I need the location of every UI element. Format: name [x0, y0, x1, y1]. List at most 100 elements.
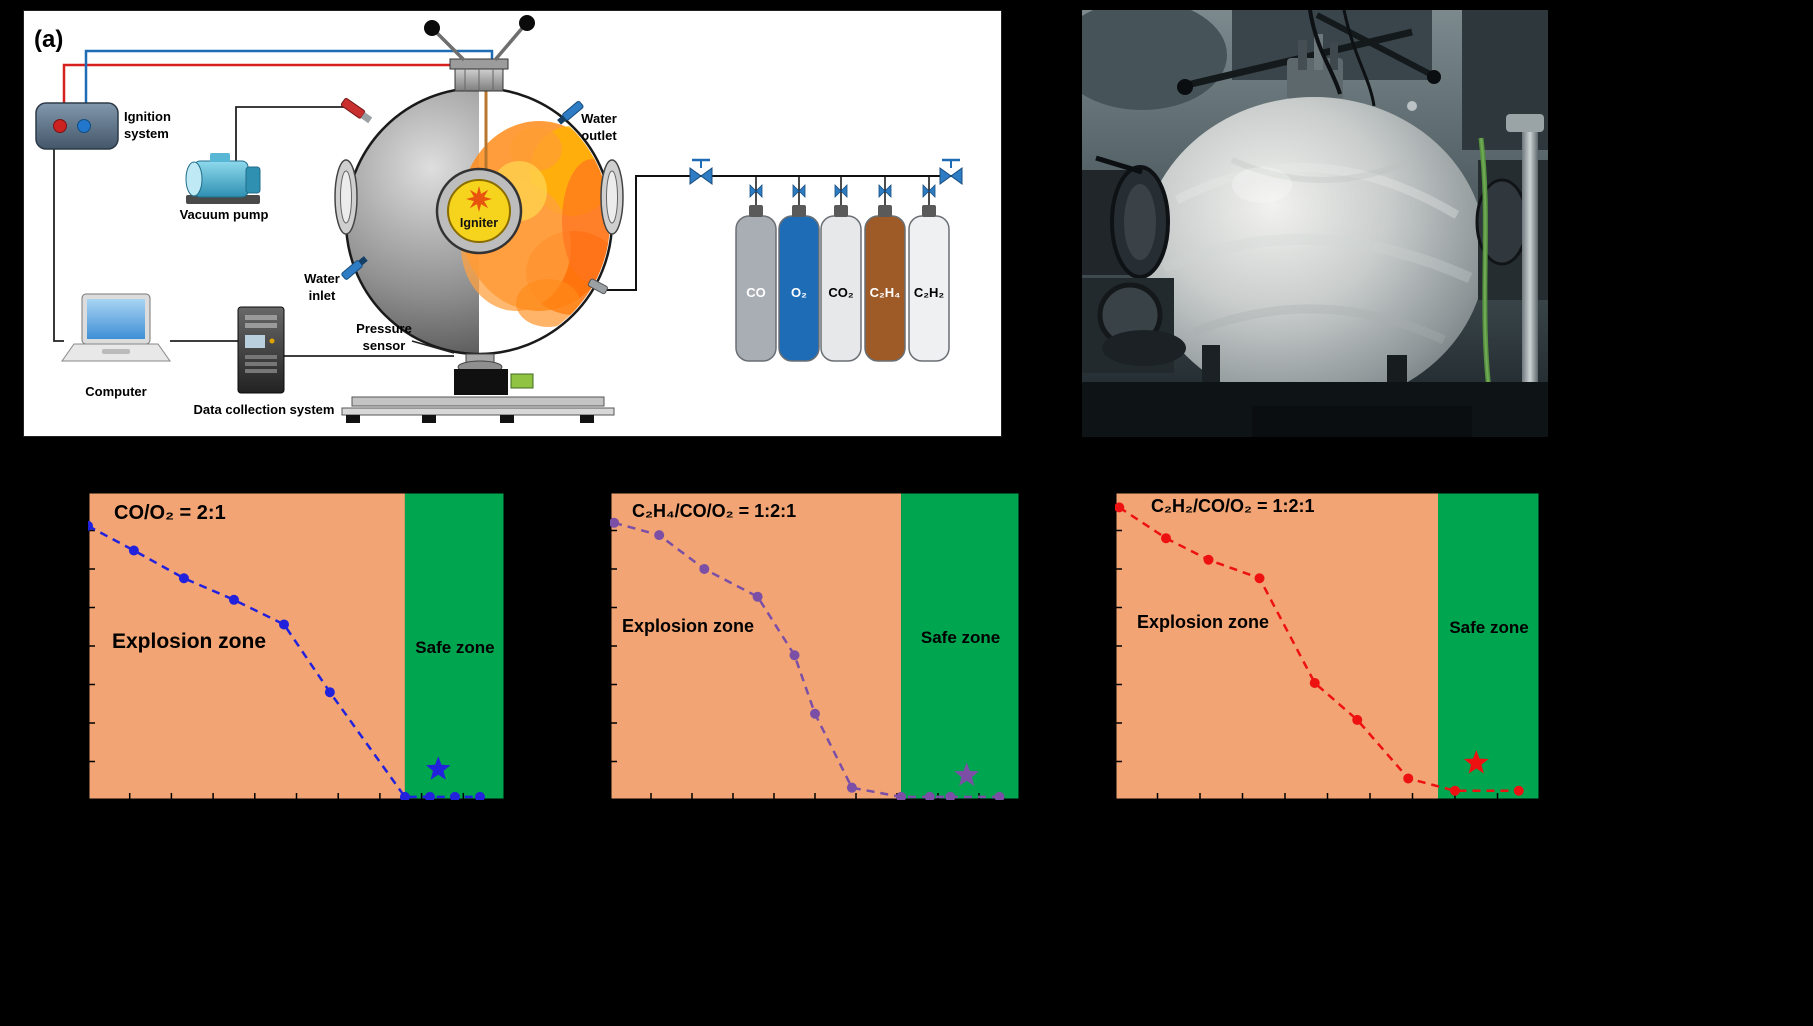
data-point [178, 573, 189, 584]
spark-icon [466, 186, 492, 212]
vacuum-line [235, 106, 346, 163]
safe-zone-label: Safe zone [415, 638, 495, 657]
cable [1342, 10, 1376, 107]
data-point [654, 530, 665, 541]
chart-title: C₂H₂/CO/O₂ = 1:2:1 [1151, 496, 1315, 516]
ignition-system-label: Ignition [124, 109, 171, 124]
pressure-sensor-pointer [411, 340, 455, 354]
handle-rod [1315, 12, 1434, 78]
water-outlet-nozzle-icon [557, 100, 584, 125]
ignition-wire-blue [84, 49, 494, 103]
photo-sphere [1142, 97, 1486, 407]
explosion-zone [610, 492, 902, 800]
data-series-line [87, 524, 480, 799]
data-point [1203, 554, 1214, 565]
data-point [752, 591, 763, 602]
chart-c2h4-co-o2: C₂H₄/CO/O₂ = 1:2:1 Explosion zone Safe z… [609, 492, 1020, 802]
data-point [896, 791, 907, 802]
data-point [810, 708, 820, 719]
gas-cylinder-label: O₂ [791, 285, 807, 300]
water-outlet-label: Water [581, 111, 617, 126]
gas-pipeline [602, 175, 957, 291]
ignition-wire-red [62, 63, 476, 103]
sensor-box [510, 373, 534, 389]
pressure-sensor-label: Pressure [356, 321, 412, 336]
data-point [424, 791, 435, 802]
gas-port-icon [587, 278, 608, 295]
gas-cylinder-label: CO₂ [828, 285, 854, 300]
data-collection-system [237, 306, 285, 394]
water-outlet-label: outlet [581, 128, 617, 143]
safe-zone-label: Safe zone [920, 628, 1001, 647]
safe-zone [1438, 492, 1540, 800]
data-point [324, 687, 335, 698]
chart-plot-area [83, 492, 505, 802]
water-inlet-label: Water [304, 271, 340, 286]
water-inlet-nozzle-icon [341, 256, 368, 280]
chart-plot [83, 492, 505, 802]
data-point [1114, 502, 1125, 513]
data-point [846, 782, 857, 793]
chart-plot [1114, 492, 1540, 800]
data-point [699, 564, 710, 574]
signal-line-ignition-computer [53, 149, 64, 342]
data-point [449, 791, 460, 802]
gas-cylinder: C₂H₄ [864, 205, 906, 362]
gas-cylinder: C₂H₂ [908, 205, 950, 362]
valve-lever-icon [433, 29, 466, 62]
vacuum-pump-label: Vacuum pump [180, 207, 269, 222]
apparatus-photo-art [1082, 10, 1548, 437]
star-marker [954, 762, 980, 786]
chart-co-o2: CO/O₂ = 2:1 Explosion zone Safe zone [83, 492, 505, 802]
data-point [1403, 773, 1414, 784]
data-point [1352, 714, 1363, 725]
data-collection-label: Data collection system [194, 402, 335, 417]
explosion-vessel: Igniter [334, 15, 624, 423]
chart-plot-area [609, 492, 1020, 802]
computer [61, 293, 171, 362]
explosion-zone-label: Explosion zone [112, 630, 267, 653]
explosion-zone [1115, 492, 1438, 800]
panel-a-label: (a) [34, 26, 63, 53]
water-inlet-label: inlet [309, 288, 336, 303]
explosion-zone-label: Explosion zone [1137, 612, 1270, 632]
vacuum-pump [185, 153, 261, 204]
photo-pipe [1522, 125, 1538, 385]
pipeline-valve-icon [939, 158, 963, 185]
gas-cylinder: CO₂ [820, 205, 862, 362]
data-point [474, 791, 485, 802]
gas-cylinder-label: C₂H₄ [870, 285, 901, 300]
chart-plot-area [1114, 492, 1540, 800]
experimental-setup-diagram: Ignition system Vacuum pump [34, 15, 963, 423]
data-point [924, 791, 935, 802]
explosion-zone [88, 492, 405, 800]
valve-lever-icon [493, 24, 526, 62]
chart-plot [609, 492, 1020, 802]
gas-cylinder-label: C₂H₂ [914, 285, 945, 300]
ignition-system [35, 102, 119, 150]
data-point [128, 545, 139, 556]
safe-zone [901, 492, 1020, 800]
pressure-sensor-label: sensor [363, 338, 406, 353]
cylinder-valve-icons [749, 184, 936, 198]
base-platform [351, 396, 605, 407]
star-marker [425, 756, 451, 780]
chart-title: C₂H₄/CO/O₂ = 1:2:1 [632, 501, 797, 521]
data-point [1309, 677, 1320, 688]
data-point [609, 517, 620, 528]
star-marker [1463, 750, 1489, 774]
safe-zone-label: Safe zone [1449, 618, 1529, 637]
ignition-system-label: system [124, 126, 169, 141]
data-point [994, 791, 1005, 802]
vessel-mount [454, 369, 508, 395]
igniter-label: Igniter [460, 216, 498, 230]
data-point [399, 791, 410, 802]
data-point [1161, 533, 1171, 544]
data-point [228, 594, 239, 605]
data-point [1450, 785, 1460, 796]
gas-cylinder-label: CO [746, 285, 766, 300]
data-point [945, 791, 956, 802]
data-point [1254, 573, 1265, 584]
explosion-zone-label: Explosion zone [622, 616, 755, 636]
data-point [789, 650, 800, 661]
